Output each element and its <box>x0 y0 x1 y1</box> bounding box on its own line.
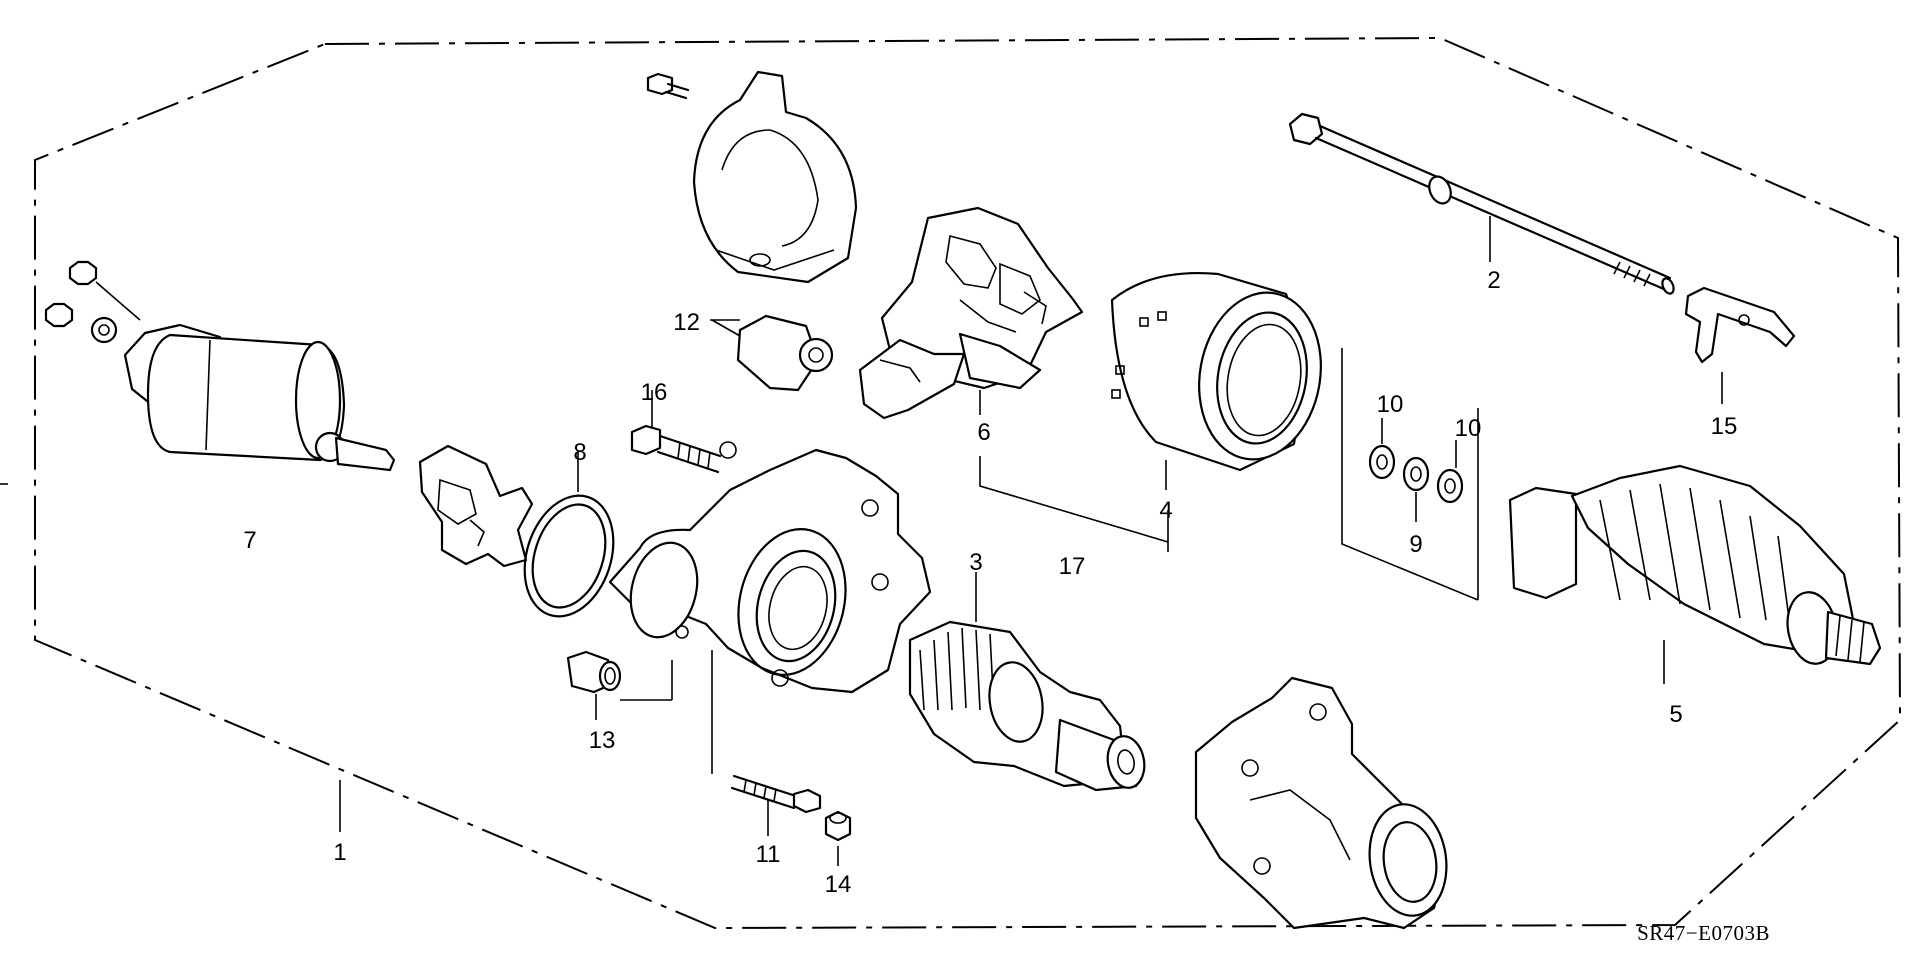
callout-2: 2 <box>1487 267 1500 294</box>
callout-15: 15 <box>1711 413 1738 440</box>
part-seal-ring <box>523 450 615 618</box>
part-bolt-short <box>630 390 722 474</box>
callout-1: 1 <box>333 839 346 866</box>
callout-3: 3 <box>969 549 982 576</box>
callout-13: 13 <box>589 727 616 754</box>
part-screw <box>730 774 822 836</box>
callout-8: 8 <box>573 439 586 466</box>
callout-5: 5 <box>1669 701 1682 728</box>
part-solenoid <box>44 260 396 472</box>
callout-9: 9 <box>1409 531 1422 558</box>
part-contact-plate <box>418 444 534 568</box>
part-drive-housing <box>1194 676 1448 930</box>
callout-10a: 10 <box>1377 391 1404 418</box>
diagram-code: SR47−E0703B <box>1637 921 1770 945</box>
callout-12: 12 <box>673 309 700 336</box>
callout-14: 14 <box>825 871 852 898</box>
part-through-bolt-long <box>1288 112 1675 295</box>
part-yoke <box>1110 271 1322 490</box>
part-brush-holder <box>858 206 1084 420</box>
part-bracket <box>1684 286 1796 404</box>
callout-11: 11 <box>756 841 781 868</box>
callout-6: 6 <box>977 419 990 446</box>
part-brush <box>711 314 834 392</box>
leader-17 <box>979 456 1169 552</box>
callout-16: 16 <box>641 379 668 406</box>
part-nut <box>824 810 852 866</box>
part-end-cover <box>646 70 858 284</box>
part-center-housing <box>608 441 932 774</box>
assembly-boundary <box>34 36 1902 930</box>
part-armature <box>1508 464 1882 684</box>
part-drive-clutch <box>908 572 1146 792</box>
callout-10b: 10 <box>1455 415 1482 442</box>
part-bushing <box>566 650 622 720</box>
callout-7: 7 <box>243 527 256 554</box>
callout-4: 4 <box>1159 497 1172 524</box>
part-washer-group <box>1341 348 1479 601</box>
callout-17: 17 <box>1059 553 1086 580</box>
